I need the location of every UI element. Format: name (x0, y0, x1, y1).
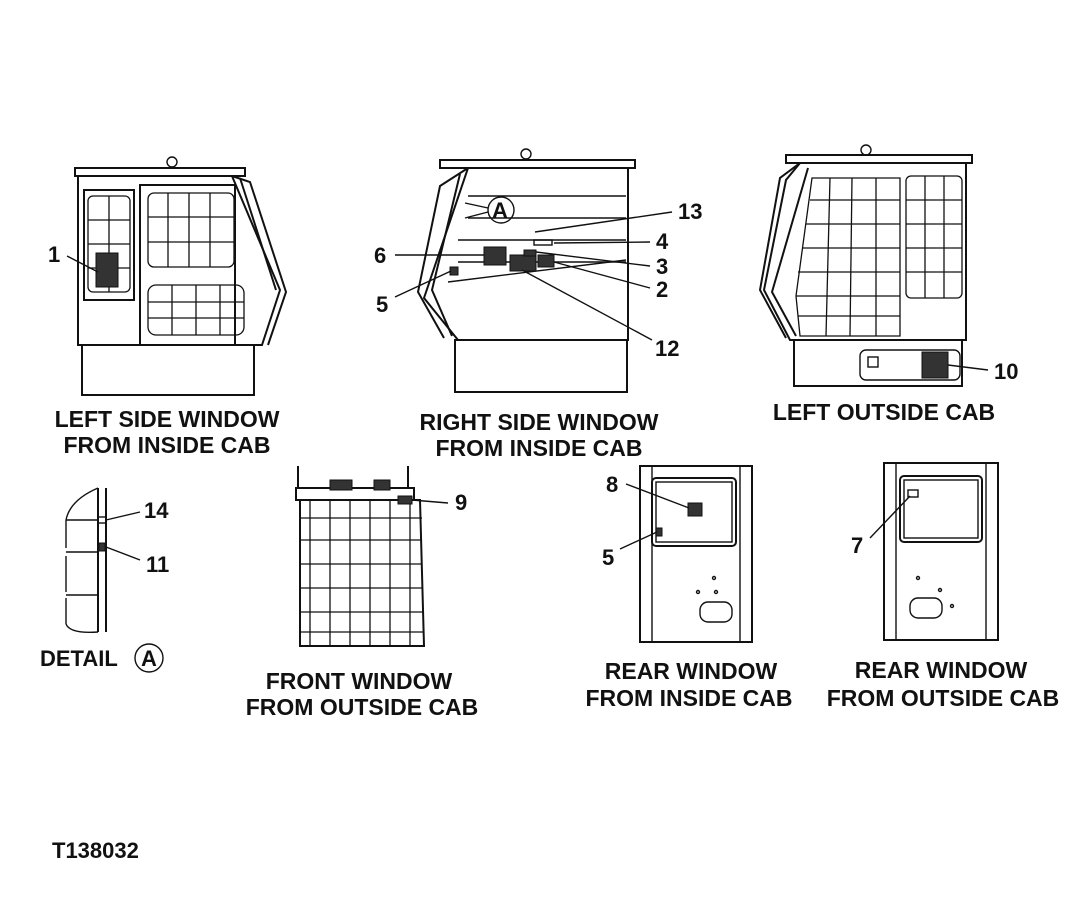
left-upper-window-grid (147, 192, 235, 268)
decal-14 (97, 516, 107, 524)
decal-11 (98, 542, 106, 552)
callout-4: 4 (656, 229, 669, 254)
decal-6 (483, 246, 507, 266)
figure-id: T138032 (52, 838, 139, 863)
caption-rear-window-outside-2: FROM OUTSIDE CAB (827, 685, 1060, 711)
decal-10 (921, 351, 949, 379)
decal-2 (537, 254, 555, 268)
callout-12: 12 (655, 336, 679, 361)
caption-left-side-window-2: FROM INSIDE CAB (64, 432, 271, 458)
left-outside-cab-view (758, 144, 973, 387)
left-lower-window-grid (147, 284, 245, 336)
caption-front-window-1: FRONT WINDOW (266, 668, 453, 694)
rear-window-inside-view (639, 465, 753, 643)
callout-5-right: 5 (376, 292, 388, 317)
caption-right-side-window-2: FROM INSIDE CAB (436, 435, 643, 461)
rear-window-outside-view (883, 462, 999, 641)
callout-8: 8 (606, 472, 618, 497)
detail-ref-a: A (492, 198, 508, 223)
left-outside-main-window-grid (795, 177, 901, 337)
decal-5-right (449, 266, 459, 276)
front-window-view (295, 466, 426, 647)
caption-rear-window-outside-1: REAR WINDOW (855, 657, 1028, 683)
caption-rear-window-inside-2: FROM INSIDE CAB (586, 685, 793, 711)
decal-12 (509, 254, 537, 272)
caption-left-side-window-1: LEFT SIDE WINDOW (55, 406, 280, 432)
caption-right-side-window-1: RIGHT SIDE WINDOW (420, 409, 659, 435)
decal-1 (95, 252, 119, 288)
front-window-grid (300, 500, 424, 646)
left-side-window-view (74, 156, 288, 396)
caption-left-outside-cab: LEFT OUTSIDE CAB (773, 399, 995, 425)
left-outside-door-window-grid (905, 175, 963, 299)
callout-6: 6 (374, 243, 386, 268)
decal-8 (687, 502, 703, 517)
caption-rear-window-inside-1: REAR WINDOW (605, 658, 778, 684)
callout-10: 10 (994, 359, 1018, 384)
decal-3 (523, 249, 537, 257)
callout-13: 13 (678, 199, 702, 224)
decal-9 (397, 495, 413, 505)
caption-detail: DETAIL (40, 646, 118, 671)
callout-5-rear: 5 (602, 545, 614, 570)
callout-11: 11 (146, 552, 169, 577)
callout-2: 2 (656, 277, 668, 302)
decal-7 (907, 489, 919, 498)
right-side-window-view (416, 148, 636, 393)
caption-front-window-2: FROM OUTSIDE CAB (246, 694, 479, 720)
caption-detail-letter: A (141, 646, 157, 671)
detail-a-view (65, 487, 107, 634)
callout-14: 14 (144, 498, 169, 523)
callout-1: 1 (48, 242, 60, 267)
callout-3: 3 (656, 254, 668, 279)
decal-4 (533, 239, 553, 246)
callout-7: 7 (851, 533, 863, 558)
callout-9: 9 (455, 490, 467, 515)
